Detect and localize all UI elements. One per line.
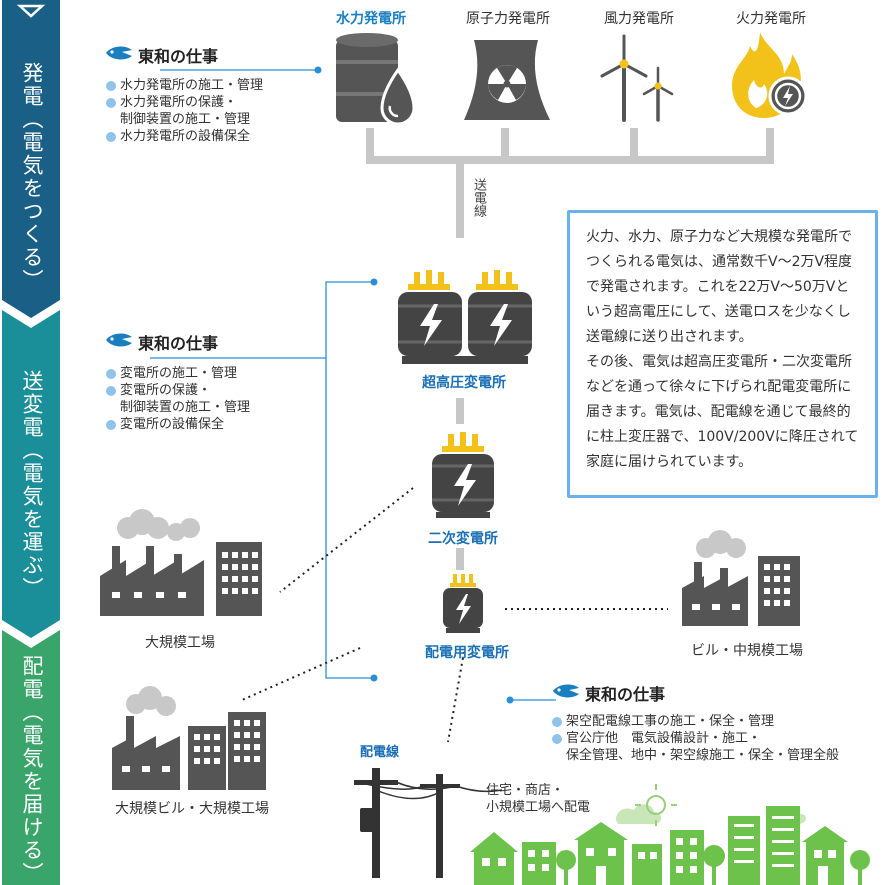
work-title-generation: 東和の仕事 (138, 47, 219, 66)
distribution-substation-label: 配電用変電所 (425, 645, 509, 661)
hydro-plant-icon (336, 33, 416, 125)
large-building-factory-label: 大規模ビル・大規模工場 (115, 801, 269, 817)
wind-turbine-icon (600, 34, 674, 122)
list-item: 水力発電所の施工・管理 (105, 77, 325, 94)
residential-label: 住宅・商店・ 小規模工場へ配電 (486, 783, 591, 815)
work-list-substation: 変電所の施工・管理 変電所の保護・ 制御装置の施工・管理 変電所の設備保全 (105, 365, 325, 433)
distribution-substation-icon (443, 574, 483, 633)
work-title-distribution: 東和の仕事 (585, 685, 666, 704)
wind-plant-label: 風力発電所 (604, 11, 674, 27)
list-item: 架空配電線工事の施工・保全・管理 (551, 713, 871, 730)
list-item: 水力発電所の保護・ 制御装置の施工・管理 (105, 94, 325, 128)
list-item: 変電所の保護・ 制御装置の施工・管理 (105, 382, 325, 416)
list-item: 官公庁他 電気設備設計・施工・ 保全管理、地中・架空線施工・保全・管理全般 (551, 730, 871, 764)
towa-logo-icon (553, 684, 579, 698)
distribution-line-label: 配電線 (360, 745, 400, 760)
stage-distribution-label: 配電（電気を届ける） (20, 655, 44, 885)
large-building-factory-icon (112, 686, 266, 790)
work-title-substation: 東和の仕事 (138, 334, 219, 353)
secondary-substation-icon (432, 432, 494, 518)
info-box: 火力、水力、原子力など大規模な発電所でつくられる電気は、通常数千V〜2万V程度で… (567, 210, 878, 498)
ultra-high-substation-icon (398, 270, 532, 364)
secondary-substation-label: 二次変電所 (428, 531, 498, 547)
list-item: 変電所の施工・管理 (105, 365, 325, 382)
nuclear-plant-icon (464, 40, 550, 120)
nuclear-plant-label: 原子力発電所 (466, 11, 550, 27)
thermal-flame-icon (732, 32, 808, 118)
stage-generation-label: 発電（電気をつくる） (20, 62, 44, 292)
work-list-distribution: 架空配電線工事の施工・保全・管理 官公庁他 電気設備設計・施工・ 保全管理、地中… (551, 713, 871, 764)
ultra-high-substation-label: 超高圧変電所 (422, 375, 506, 391)
stage-transmission-label: 送変電（電気を運ぶ） (20, 370, 44, 600)
mid-factory-label: ビル・中規模工場 (691, 643, 803, 659)
mid-factory-icon (682, 530, 800, 626)
towa-logo-icon (106, 46, 132, 60)
residential-town-icon (470, 784, 870, 885)
transmission-line-label: 送電線 (471, 178, 486, 217)
utility-pole-icon (354, 768, 503, 878)
list-item: 水力発電所の設備保全 (105, 128, 325, 145)
thermal-plant-label: 火力発電所 (736, 11, 806, 27)
list-item: 変電所の設備保全 (105, 416, 325, 433)
hydro-plant-label: 水力発電所 (336, 11, 406, 27)
large-factory-icon (100, 509, 262, 616)
towa-logo-icon (106, 333, 132, 347)
work-list-generation: 水力発電所の施工・管理 水力発電所の保護・ 制御装置の施工・管理 水力発電所の設… (105, 77, 325, 145)
large-factory-label: 大規模工場 (145, 635, 215, 651)
stage-sidebar (2, 0, 60, 885)
